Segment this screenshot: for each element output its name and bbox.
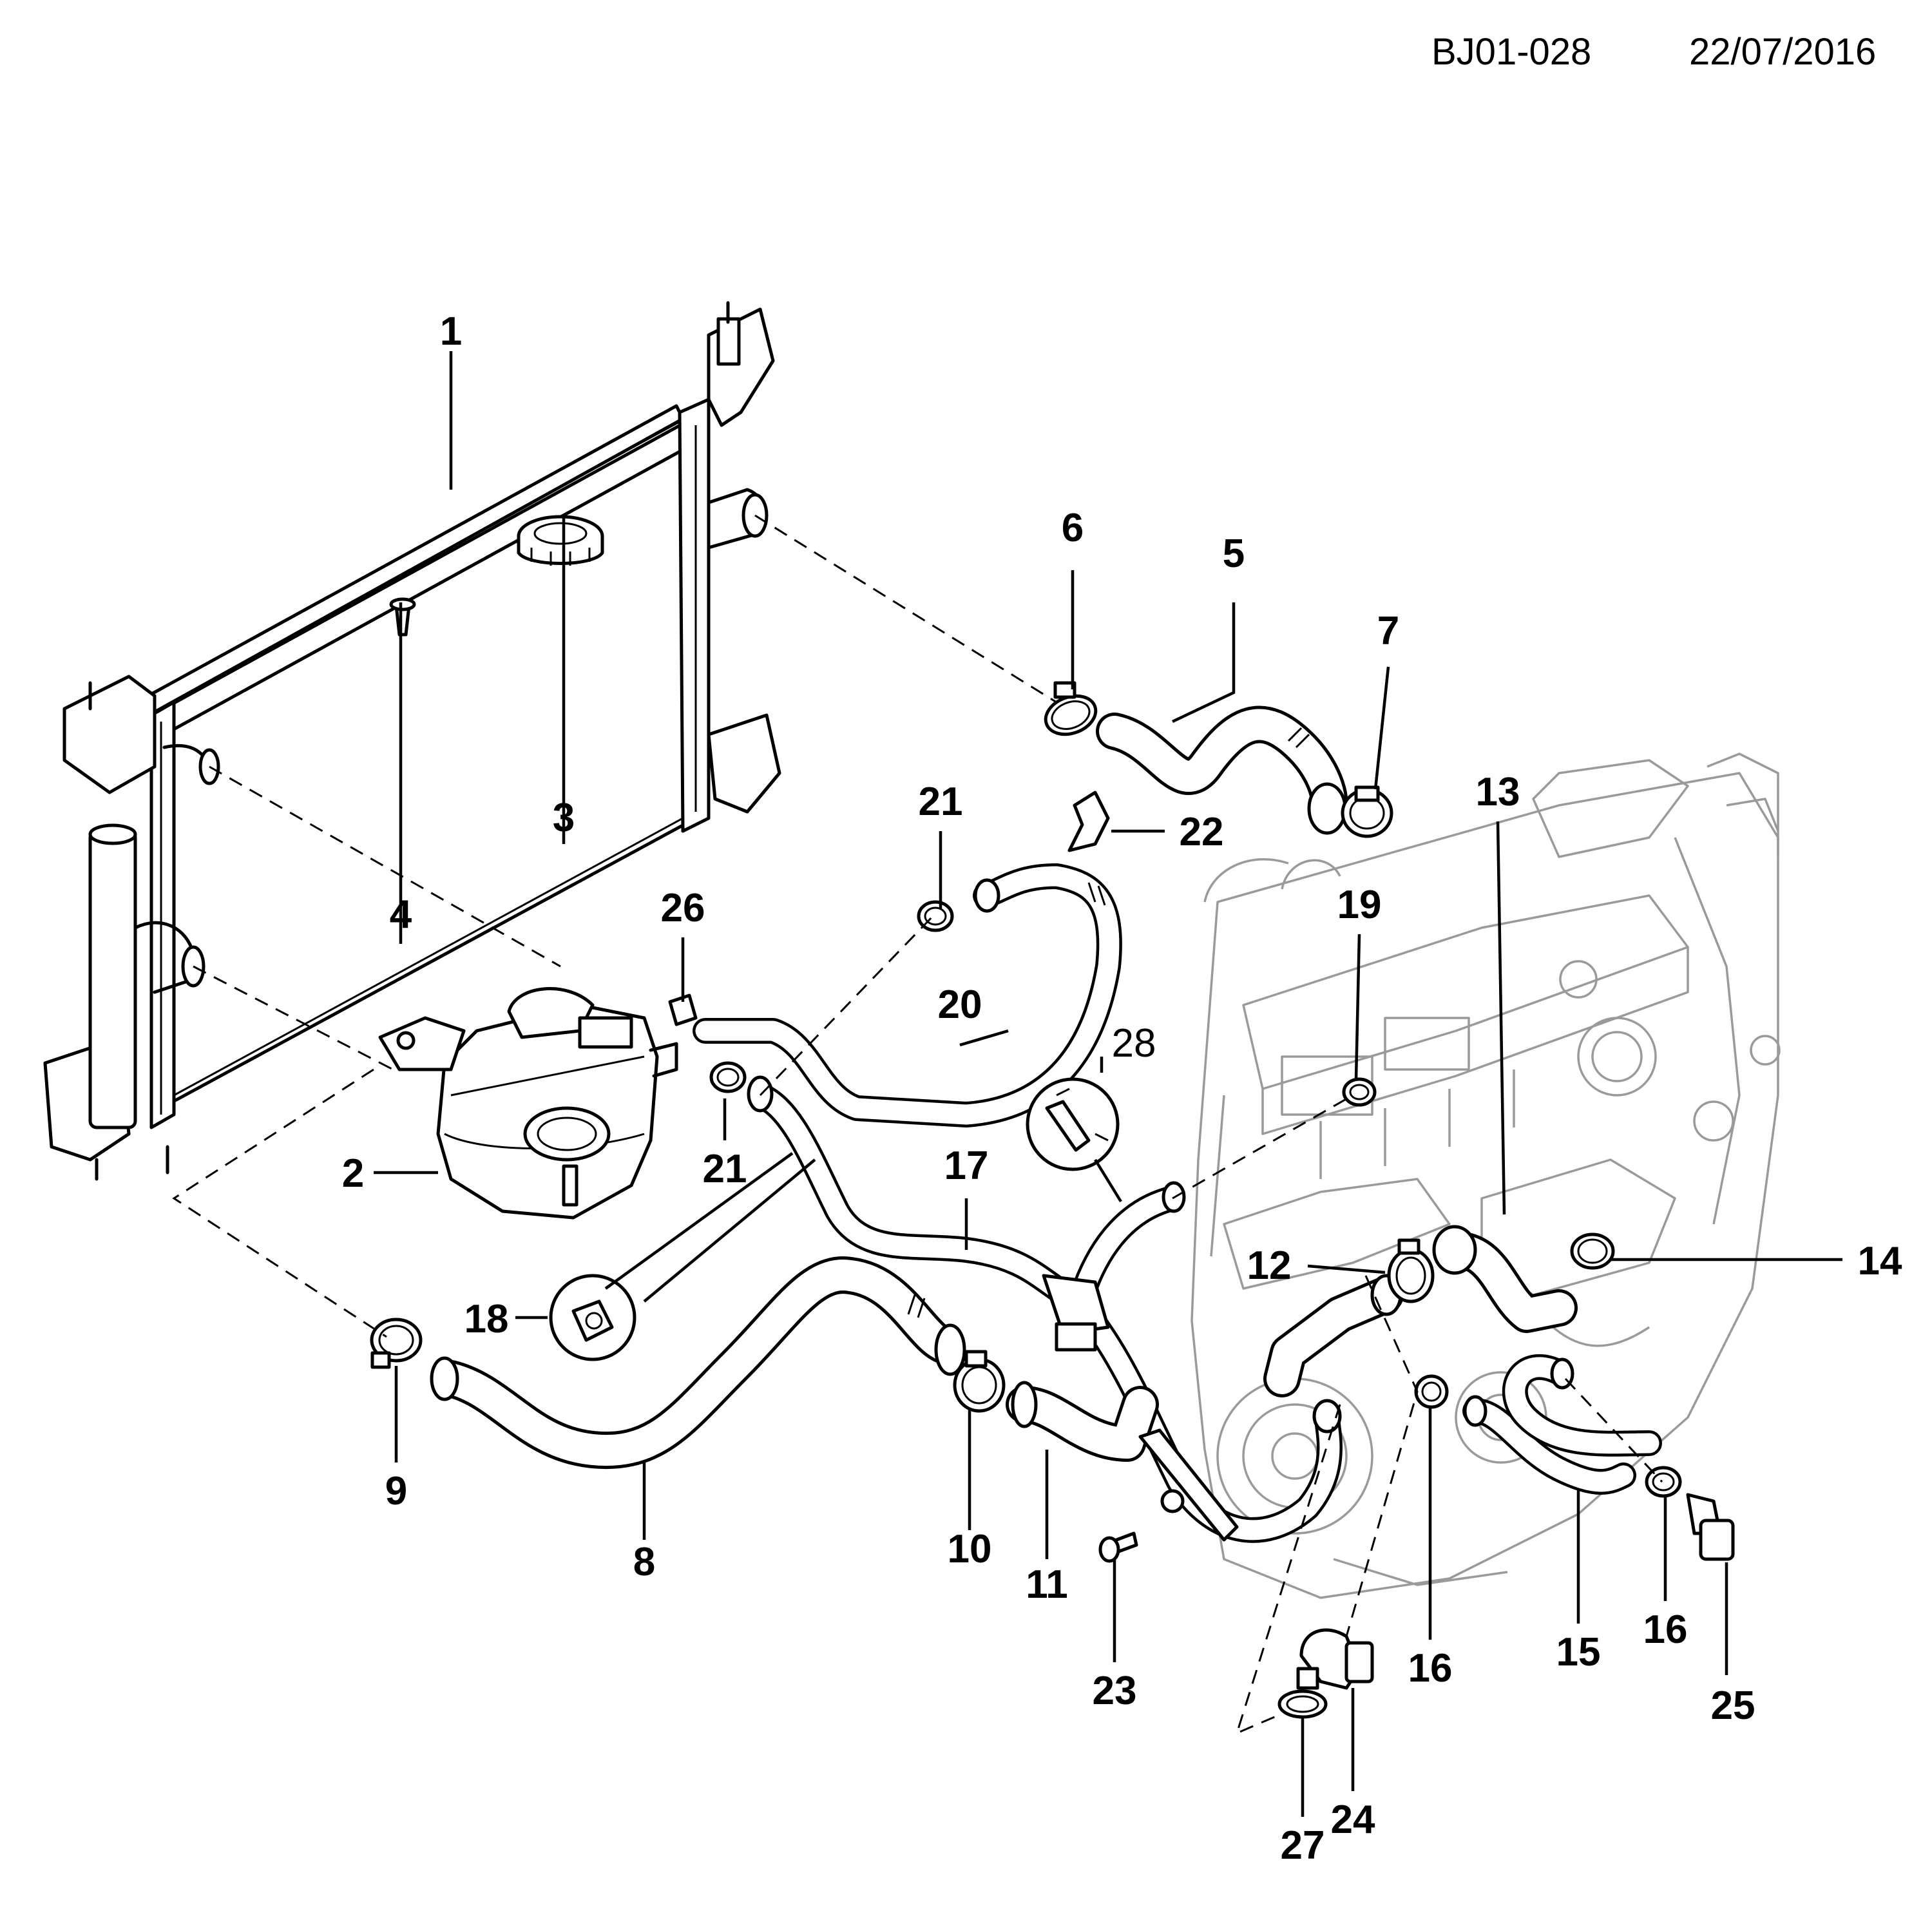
callout-10: 10 <box>948 1527 992 1571</box>
detail-callout-18 <box>549 1274 636 1361</box>
callout-14: 14 <box>1858 1239 1902 1283</box>
hose-clamp-part-6 <box>1044 681 1098 736</box>
hose-clamp-part-21-lower <box>709 1061 747 1093</box>
filler-cap <box>517 515 604 566</box>
heater-hose-part-20 <box>693 863 1122 1127</box>
callout-21-lower: 21 <box>703 1147 747 1191</box>
callout-16-left: 16 <box>1408 1646 1453 1691</box>
expansion-tank <box>378 987 678 1220</box>
clip-part-22 <box>1067 791 1110 852</box>
hose-clamp-part-14 <box>1570 1232 1615 1270</box>
callout-15: 15 <box>1556 1630 1601 1674</box>
callout-26: 26 <box>661 886 705 930</box>
callout-16-right: 16 <box>1643 1607 1688 1652</box>
callout-8: 8 <box>633 1540 655 1584</box>
hose-bracket <box>1138 1428 1239 1542</box>
engine-block-background <box>1191 753 1781 1599</box>
callout-9: 9 <box>385 1469 407 1513</box>
callout-28: 28 <box>1112 1021 1156 1066</box>
callout-1: 1 <box>440 309 462 354</box>
lower-radiator-hose-part-8 <box>430 1256 966 1470</box>
hose-clamp-part-9 <box>370 1318 423 1369</box>
callout-4: 4 <box>390 892 412 937</box>
callout-2: 2 <box>342 1151 364 1196</box>
detail-callout-28 <box>1026 1077 1120 1171</box>
diagram-date: 22/07/2016 <box>1689 31 1876 73</box>
callout-11: 11 <box>1026 1562 1068 1607</box>
hose-clamp-part-10 <box>953 1350 1006 1413</box>
callout-18: 18 <box>464 1297 509 1341</box>
callout-6: 6 <box>1062 506 1084 550</box>
callout-labels: 1 2 3 4 5 6 7 8 9 10 11 12 13 14 15 16 1… <box>342 309 1902 1868</box>
hose-part-11 <box>1006 1381 1159 1462</box>
callout-12: 12 <box>1247 1243 1292 1288</box>
fitting-part-25 <box>1686 1493 1735 1561</box>
hose-clamp-part-16-right <box>1645 1466 1682 1498</box>
callout-27: 27 <box>1281 1823 1325 1868</box>
hose-clamp-part-19 <box>1342 1077 1377 1107</box>
callout-24: 24 <box>1331 1798 1375 1842</box>
hose-part-15 <box>1462 1354 1662 1495</box>
fitting-part-24 <box>1296 1628 1374 1690</box>
callout-23: 23 <box>1093 1669 1137 1713</box>
leader-lines <box>374 351 1842 1817</box>
callout-22: 22 <box>1180 810 1224 854</box>
callout-19: 19 <box>1337 883 1382 927</box>
radiator <box>43 301 781 1181</box>
bolt-part-23 <box>1098 1531 1138 1563</box>
hose-clamp-part-12 <box>1387 1238 1435 1303</box>
hose-clamp-part-7 <box>1341 785 1393 838</box>
callout-21-upper: 21 <box>919 780 963 824</box>
callout-7: 7 <box>1377 609 1399 653</box>
callout-20: 20 <box>938 983 982 1027</box>
callout-13: 13 <box>1476 770 1520 814</box>
hose-clamp-part-27 <box>1277 1689 1328 1719</box>
hose-part-13 <box>1263 1225 1578 1397</box>
callout-25: 25 <box>1711 1683 1755 1728</box>
callout-17: 17 <box>944 1144 989 1188</box>
callout-3: 3 <box>553 796 575 840</box>
assembly-guide-lines <box>172 514 1663 1735</box>
diagram-code: BJ01-028 <box>1431 31 1591 73</box>
hose-clamp-part-16-left <box>1414 1374 1449 1409</box>
upper-radiator-hose <box>1096 705 1348 835</box>
callout-5: 5 <box>1223 532 1245 576</box>
